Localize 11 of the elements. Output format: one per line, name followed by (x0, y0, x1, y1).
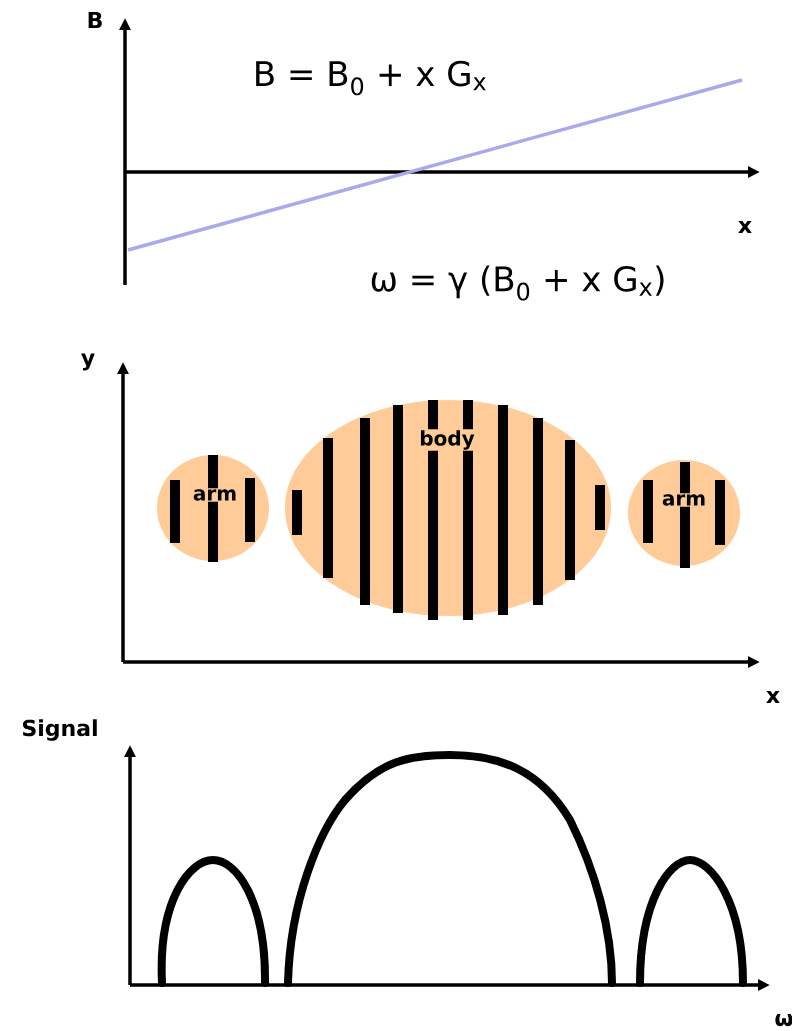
equation: ω = γ (B$_{0}$ + x G$_{x}$) (371, 265, 664, 301)
axis-label: B (88, 12, 102, 29)
striped-region: arm (628, 460, 740, 568)
axis-label: ω (775, 1013, 792, 1027)
striped-region: arm (157, 455, 269, 562)
axis-label: x (738, 221, 752, 233)
equation: B = B$_{0}$ + x G$_{x}$ (256, 60, 486, 96)
axis-label: Signal (23, 719, 97, 741)
axis-label: x (766, 691, 780, 703)
axis-label: y (81, 353, 95, 371)
striped-region: body (285, 400, 611, 620)
